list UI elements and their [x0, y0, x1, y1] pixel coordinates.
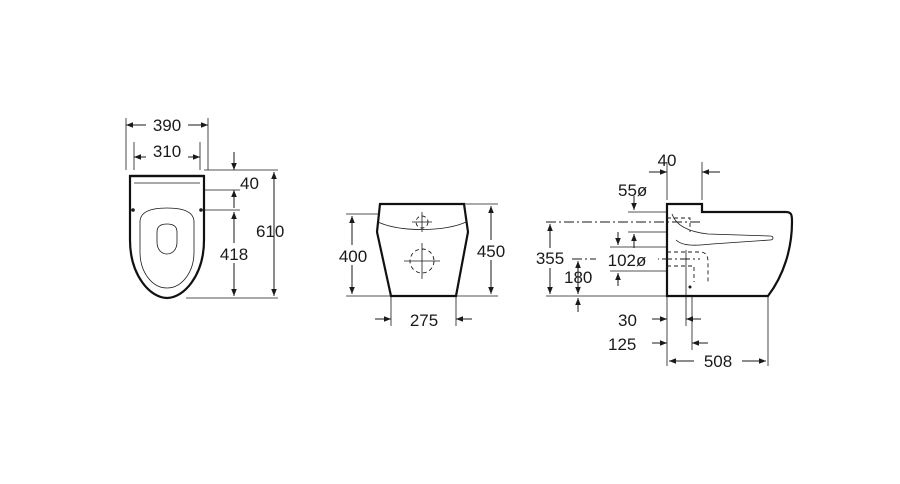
side-inlet-hidden — [667, 217, 691, 232]
side-fixing-dot — [688, 285, 692, 289]
front-view-outline — [375, 202, 470, 298]
top-view-seat — [139, 207, 195, 289]
top-view-fixing-right — [199, 208, 203, 212]
side-view-outline — [665, 202, 794, 298]
dim-front-height-high: 450 — [477, 242, 505, 261]
side-view: 40 55ø 355 102ø 180 30 125 — [528, 151, 794, 371]
dim-top-rear: 40 — [240, 174, 259, 193]
dim-side-offset-b: 125 — [608, 335, 636, 354]
dim-side-length: 508 — [704, 352, 732, 371]
dim-top-width-inner: 310 — [153, 142, 181, 161]
dim-side-inlet-dia: 55ø — [618, 181, 647, 200]
dim-top-width-outer: 390 — [153, 116, 181, 135]
side-view-bowl-curve — [671, 213, 774, 246]
dim-top-total: 610 — [256, 222, 284, 241]
top-view-fixing-left — [131, 208, 135, 212]
dim-top-fixing: 418 — [220, 245, 248, 264]
dim-side-outlet-height: 180 — [564, 268, 592, 287]
side-outlet-hidden — [667, 251, 709, 282]
front-view: 400 450 275 — [334, 202, 510, 330]
dim-side-outlet-dia: 102ø — [608, 251, 647, 270]
top-view-bowl-outline — [128, 174, 206, 300]
front-outlet-symbol — [404, 243, 440, 279]
dim-side-inlet-height: 355 — [536, 249, 564, 268]
top-view-drain — [156, 223, 178, 255]
dim-front-base: 275 — [410, 311, 438, 330]
top-view: 390 310 40 418 610 — [125, 114, 284, 300]
dim-front-height-low: 400 — [339, 247, 367, 266]
dim-side-top-offset: 40 — [658, 151, 677, 170]
front-inlet-symbol — [412, 212, 432, 232]
dim-side-offset-a: 30 — [618, 311, 637, 330]
